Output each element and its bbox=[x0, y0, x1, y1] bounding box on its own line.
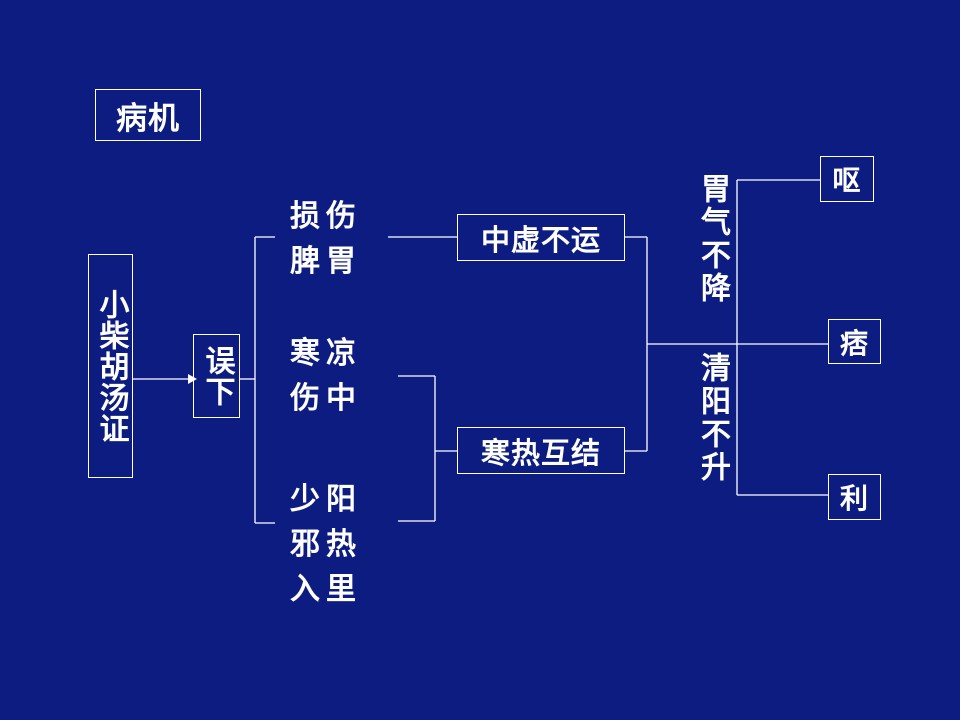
mechanism-lower: 清阳不升 bbox=[695, 352, 730, 484]
title-box: 病机 bbox=[95, 89, 201, 141]
result-pi-box: 痞 bbox=[828, 319, 881, 364]
source-text: 小柴胡汤证 bbox=[93, 288, 129, 444]
result-diarrhea-text: 利 bbox=[839, 482, 869, 515]
middle-lower-text: 寒热互结 bbox=[480, 435, 601, 470]
result-pi-text: 痞 bbox=[839, 326, 869, 360]
result-vomit-box: 呕 bbox=[820, 156, 874, 202]
cause-text: 误下 bbox=[199, 345, 235, 407]
mechanism-upper: 胃气不降 bbox=[695, 173, 730, 305]
branch-mid: 寒凉 伤中 bbox=[290, 336, 362, 416]
title-text: 病机 bbox=[116, 100, 180, 137]
result-vomit-text: 呕 bbox=[832, 164, 862, 197]
middle-upper-text: 中虚不运 bbox=[480, 222, 601, 257]
middle-upper-box: 中虚不运 bbox=[457, 214, 625, 261]
middle-lower-box: 寒热互结 bbox=[457, 427, 625, 474]
result-diarrhea-box: 利 bbox=[828, 474, 881, 520]
source-box: 小柴胡汤证 bbox=[88, 254, 133, 478]
cause-box: 误下 bbox=[193, 334, 240, 418]
branch-bottom: 少阳 邪热 入里 bbox=[290, 482, 362, 607]
branch-top: 损伤 脾胃 bbox=[290, 199, 362, 279]
